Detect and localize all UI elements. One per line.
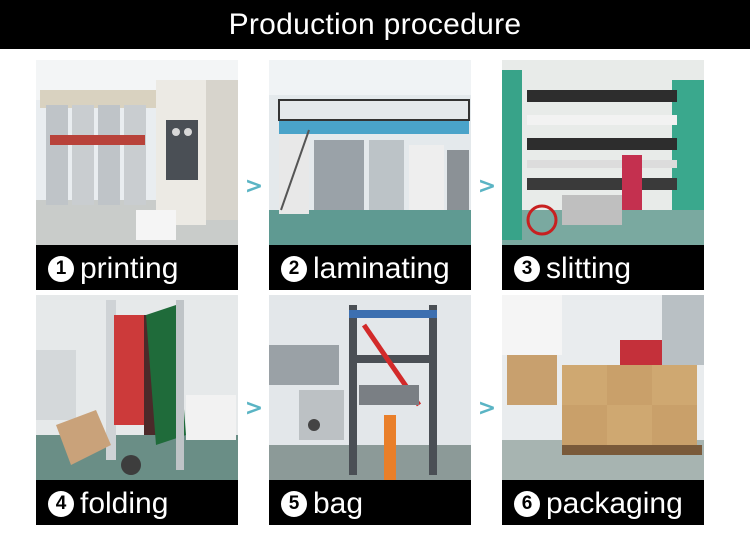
step-card-slitting: 3 slitting bbox=[502, 60, 704, 290]
step-number-badge: 6 bbox=[514, 491, 540, 517]
page-title-bar: Production procedure bbox=[0, 0, 750, 49]
step-label: slitting bbox=[546, 252, 632, 285]
slitting-machine-photo bbox=[502, 60, 704, 245]
bag-making-machine-photo bbox=[269, 295, 471, 480]
next-arrow-icon: > bbox=[244, 173, 264, 199]
step-caption: 3 slitting bbox=[502, 248, 704, 290]
step-number-badge: 5 bbox=[281, 491, 307, 517]
next-arrow-icon: > bbox=[477, 173, 497, 199]
step-card-folding: 4 folding bbox=[36, 295, 238, 525]
step-card-packaging: 6 packaging bbox=[502, 295, 704, 525]
step-label: bag bbox=[313, 487, 364, 520]
step-number-badge: 2 bbox=[281, 256, 307, 282]
step-number-badge: 1 bbox=[48, 256, 74, 282]
step-caption: 1 printing bbox=[36, 248, 238, 290]
laminating-machine-photo bbox=[269, 60, 471, 245]
printing-machine-photo bbox=[36, 60, 238, 245]
step-caption: 2 laminating bbox=[269, 248, 471, 290]
folding-machine-photo bbox=[36, 295, 238, 480]
step-card-bag: 5 bag bbox=[269, 295, 471, 525]
step-label: printing bbox=[80, 252, 179, 285]
step-caption: 4 folding bbox=[36, 483, 238, 525]
next-arrow-icon: > bbox=[244, 395, 264, 421]
step-label: folding bbox=[80, 487, 169, 520]
step-number-badge: 4 bbox=[48, 491, 74, 517]
step-label: laminating bbox=[313, 252, 450, 285]
packaging-photo bbox=[502, 295, 704, 480]
next-arrow-icon: > bbox=[477, 395, 497, 421]
page-title: Production procedure bbox=[228, 7, 522, 41]
step-label: packaging bbox=[546, 487, 683, 520]
step-caption: 6 packaging bbox=[502, 483, 704, 525]
step-caption: 5 bag bbox=[269, 483, 471, 525]
step-card-laminating: 2 laminating bbox=[269, 60, 471, 290]
step-number-badge: 3 bbox=[514, 256, 540, 282]
step-card-printing: 1 printing bbox=[36, 60, 238, 290]
